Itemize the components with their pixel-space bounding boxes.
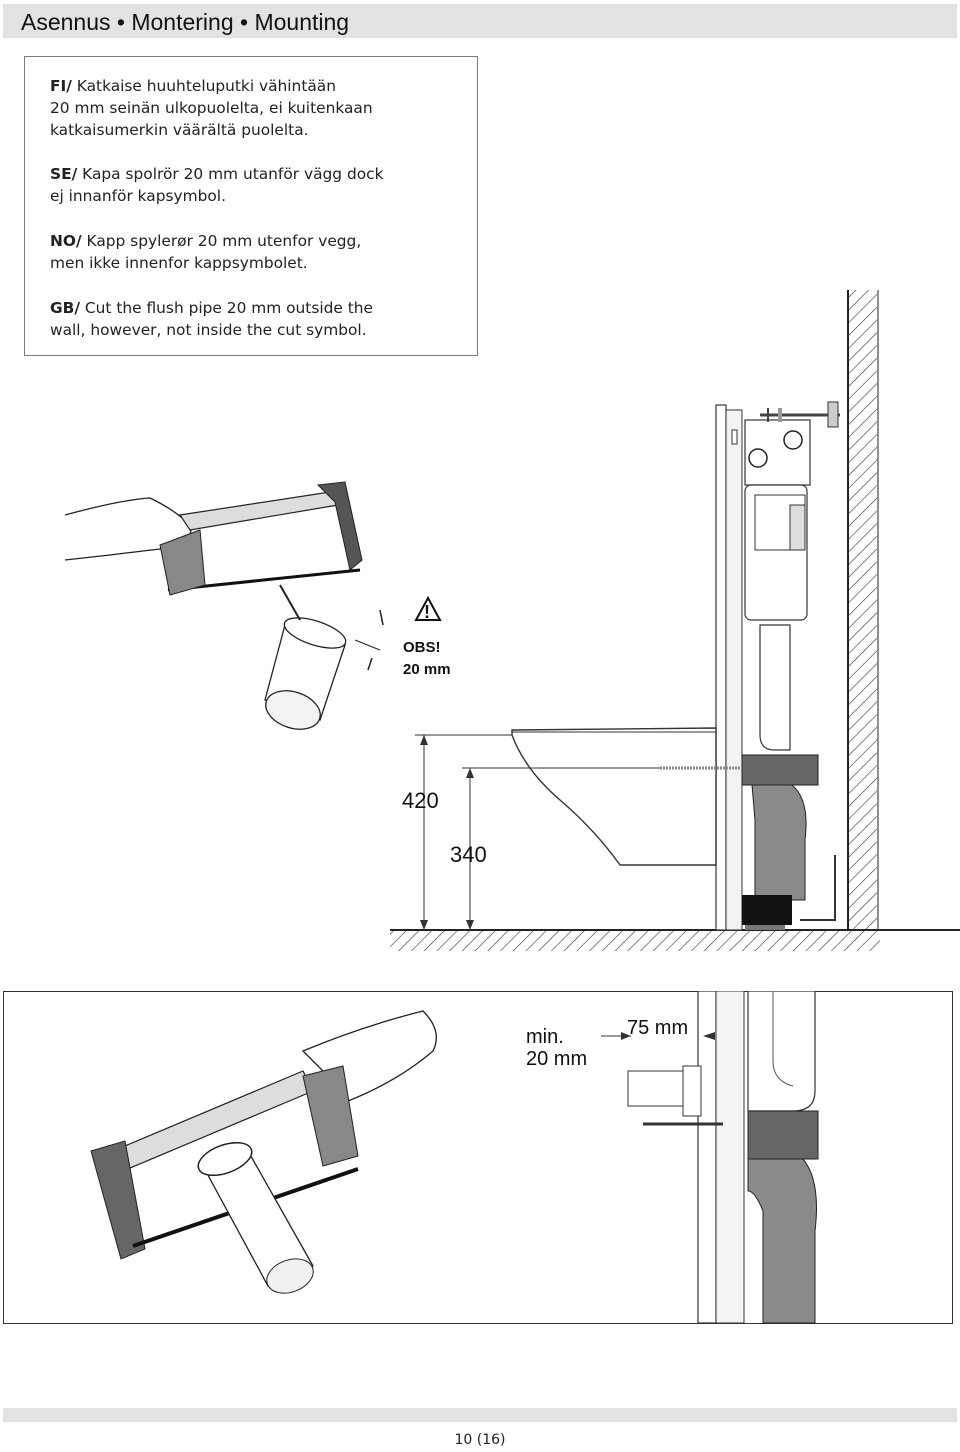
dimension-lines: 420 340 bbox=[402, 734, 660, 930]
language-code: SE/ bbox=[50, 165, 78, 183]
instruction-line: katkaisumerkin väärältä puolelta. bbox=[50, 121, 309, 139]
footer-bar bbox=[3, 1408, 957, 1422]
instruction-gb: GB/ Cut the flush pipe 20 mm outside the… bbox=[50, 297, 470, 341]
cistern-frame bbox=[744, 401, 840, 621]
detail-frame bbox=[3, 991, 953, 1324]
detail-min-value: 20 mm bbox=[526, 1048, 587, 1070]
page-title: Asennus • Montering • Mounting bbox=[21, 9, 350, 35]
detail-min-label: min. bbox=[526, 1026, 564, 1048]
instruction-fi: FI/ Katkaise huuhteluputki vähintään 20 … bbox=[50, 75, 470, 141]
instruction-line: Katkaise huuhteluputki vähintään bbox=[76, 77, 336, 95]
hacksaw-bottom bbox=[90, 1010, 437, 1260]
flush-pipe bbox=[759, 624, 791, 751]
dimension-340: 340 bbox=[450, 842, 487, 867]
instruction-se: SE/ Kapa spolrör 20 mm utanför vägg dock… bbox=[50, 163, 470, 207]
detail-top-value: 75 mm bbox=[627, 1017, 688, 1039]
instruction-line: Cut the flush pipe 20 mm outside the bbox=[84, 299, 374, 317]
detail-wall bbox=[697, 991, 745, 1324]
detail-dimension-lines: min. 20 mm 75 mm bbox=[526, 996, 715, 1070]
instruction-line: wall, however, not inside the cut symbol… bbox=[50, 321, 367, 339]
instruction-line: men ikke innenfor kappsymbolet. bbox=[50, 254, 308, 272]
pipe-cut-top bbox=[264, 584, 384, 730]
dimension-420: 420 bbox=[402, 788, 439, 813]
page-number: 10 (16) bbox=[454, 1432, 506, 1448]
warning-exclamation: ! bbox=[424, 602, 430, 622]
drain-pipe bbox=[741, 754, 836, 930]
toilet-bowl bbox=[511, 727, 740, 866]
warning-icon: ! bbox=[414, 595, 442, 622]
instruction-line: Kapa spolrör 20 mm utanför vägg dock bbox=[82, 165, 384, 183]
header-bar: Asennus • Montering • Mounting bbox=[3, 4, 957, 38]
instruction-no: NO/ Kapp spylerør 20 mm utenfor vegg, me… bbox=[50, 230, 470, 274]
wall-panel bbox=[715, 404, 743, 931]
warning-label: OBS! bbox=[403, 639, 441, 656]
hacksaw-top bbox=[64, 481, 363, 596]
instruction-line: Kapp spylerør 20 mm utenfor vegg, bbox=[86, 232, 362, 250]
instruction-line: 20 mm seinän ulkopuolelta, ei kuitenkaan bbox=[50, 99, 373, 117]
instruction-box bbox=[24, 56, 478, 356]
detail-pipe-stub bbox=[627, 1065, 723, 1126]
language-code: FI/ bbox=[50, 77, 72, 95]
instruction-line: ej innanför kapsymbol. bbox=[50, 187, 226, 205]
detail-illustration: min. 20 mm 75 mm bbox=[90, 991, 819, 1324]
language-code: GB/ bbox=[50, 299, 80, 317]
language-code: NO/ bbox=[50, 232, 82, 250]
pipe-cut-bottom bbox=[197, 1141, 314, 1294]
warning-value: 20 mm bbox=[403, 661, 451, 678]
floor bbox=[390, 929, 960, 951]
mounting-illustration: 420 340 ! OBS! 20 mm bbox=[64, 290, 960, 951]
detail-flush-pipe bbox=[747, 991, 819, 1324]
wall bbox=[847, 290, 879, 930]
